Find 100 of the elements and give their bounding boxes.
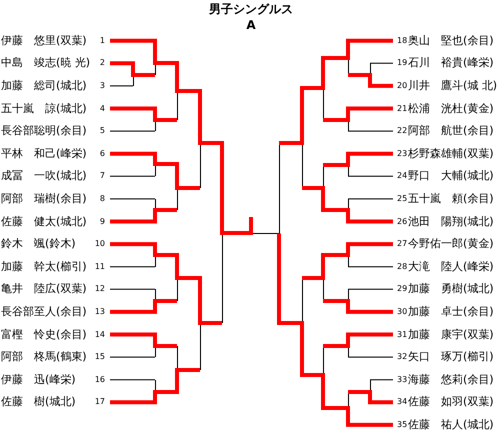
bracket-line [110, 368, 200, 404]
player-name: 加藤 康宇(双葉) [408, 326, 494, 342]
player-name: 五十嵐 諒(城北) [1, 100, 87, 116]
player-name: 亀井 陸広(双葉) [1, 281, 87, 298]
bracket-line [110, 242, 222, 325]
bracket-line [110, 176, 156, 177]
draw-number: 32 [397, 351, 408, 364]
player-name: 加藤 勇樹(城北) [408, 281, 494, 298]
player-name: 平林 和己(峰栄) [1, 146, 87, 162]
player-name: 今野佑一郎(黄金) [408, 236, 494, 252]
draw-number: 15 [94, 351, 105, 364]
bracket-line [348, 390, 393, 404]
bracket-line [110, 152, 200, 190]
draw-number: 16 [94, 374, 105, 386]
player-name: 野口 大輔(城北) [408, 168, 494, 184]
player-name: 大滝 陸人(峰栄) [408, 258, 494, 275]
player-name: 伊藤 迅(峰栄) [1, 372, 76, 388]
draw-number: 22 [397, 125, 408, 138]
draw-number: 8 [100, 192, 105, 205]
player-name: 杉野森雄輔(双葉) [408, 146, 494, 162]
bracket-line [110, 299, 177, 314]
bracket-line [110, 61, 155, 77]
player-name: 加藤 総司(城北) [1, 78, 87, 94]
player-name: 石川 裕貴(峰栄) [408, 55, 494, 72]
bracket-line [302, 186, 393, 224]
bracket-line [110, 130, 156, 132]
player-name: 加藤 卓士(余目) [408, 304, 494, 320]
player-name: 海藤 悠莉(余目) [408, 372, 494, 388]
bracket-line [323, 152, 393, 167]
player-name: 川井 鷹斗(城 北) [408, 78, 498, 94]
bracket-line [110, 266, 156, 268]
bracket-line [279, 38, 393, 145]
player-name: 長谷部聡明(余目) [1, 123, 87, 140]
bracket-line [110, 379, 156, 380]
player-name: 阿部 柊馬(鶴東) [1, 349, 87, 366]
player-name: 長谷部至人(余目) [1, 304, 87, 320]
draw-number: 27 [397, 238, 408, 250]
player-name: 富樫 怜史(余目) [1, 326, 87, 342]
group-label: A [246, 18, 256, 33]
draw-number: 3 [100, 80, 105, 92]
player-name: 中島 竣志(暁 光) [1, 55, 90, 72]
player-name: 鈴木 颯(鈴木) [1, 236, 76, 252]
draw-number: 25 [397, 192, 408, 205]
player-name: 池田 陽翔(城北) [408, 214, 494, 230]
title: 男子シングルス [209, 2, 293, 17]
draw-number: 26 [397, 216, 408, 228]
draw-number: 11 [94, 260, 105, 273]
draw-number: 30 [397, 306, 408, 318]
player-name: 加藤 幹太(櫛引) [1, 258, 87, 275]
bracket-line [110, 85, 134, 86]
draw-number: 19 [397, 57, 408, 70]
draw-number: 24 [397, 170, 408, 182]
bracket-line [348, 73, 393, 88]
bracket-line [348, 266, 394, 268]
player-name: 佐藤 樹(城北) [1, 394, 76, 410]
bracket-line [348, 130, 394, 132]
bracket-line [348, 356, 394, 358]
bracket-line [277, 232, 393, 427]
player-name: 成冨 一吹(城北) [1, 168, 87, 184]
player-name: 松浦 洸杜(黄金) [408, 100, 494, 116]
player-name: 伊藤 悠里(双葉) [1, 32, 87, 49]
bracket-line [370, 62, 394, 64]
bracket-line [302, 242, 393, 280]
draw-number: 20 [397, 80, 408, 92]
draw-number: 1 [100, 34, 105, 47]
draw-number: 9 [100, 216, 105, 228]
draw-number: 5 [100, 125, 105, 138]
bracket-line [110, 356, 156, 358]
bracket-line [323, 332, 393, 348]
bracket-line [348, 176, 394, 177]
draw-number: 29 [397, 283, 408, 296]
player-name: 矢口 琢万(櫛引) [408, 349, 494, 366]
player-name: 佐藤 祐人(城北) [408, 416, 494, 433]
draw-number: 13 [94, 306, 105, 318]
draw-number: 2 [100, 57, 105, 70]
draw-number: 33 [397, 374, 408, 386]
draw-number: 6 [100, 148, 105, 160]
player-name: 佐藤 如羽(双葉) [408, 394, 494, 410]
draw-number: 35 [397, 418, 408, 431]
bracket-line [110, 106, 177, 122]
player-name: 阿部 瑞樹(余目) [1, 190, 87, 207]
player-name: 佐藤 健太(城北) [1, 214, 87, 230]
draw-number: 17 [94, 396, 105, 408]
draw-number: 21 [397, 102, 408, 114]
bracket-line [110, 288, 156, 290]
player-name: 阿部 航世(余目) [408, 123, 494, 140]
bracket-line [370, 379, 394, 380]
draw-number: 12 [94, 283, 105, 296]
bracket-line [110, 332, 177, 348]
bracket-line [110, 198, 156, 200]
bracket-line [348, 198, 394, 200]
bracket-line [110, 208, 177, 224]
bracket-line [348, 288, 394, 290]
player-name: 五十嵐 頼(余目) [408, 190, 494, 207]
draw-number: 18 [397, 34, 408, 47]
draw-number: 31 [397, 328, 408, 340]
player-name: 奥山 堅也(余目) [408, 32, 494, 49]
draw-number: 4 [100, 102, 105, 114]
draw-number: 28 [397, 260, 408, 273]
draw-number: 23 [397, 148, 408, 160]
